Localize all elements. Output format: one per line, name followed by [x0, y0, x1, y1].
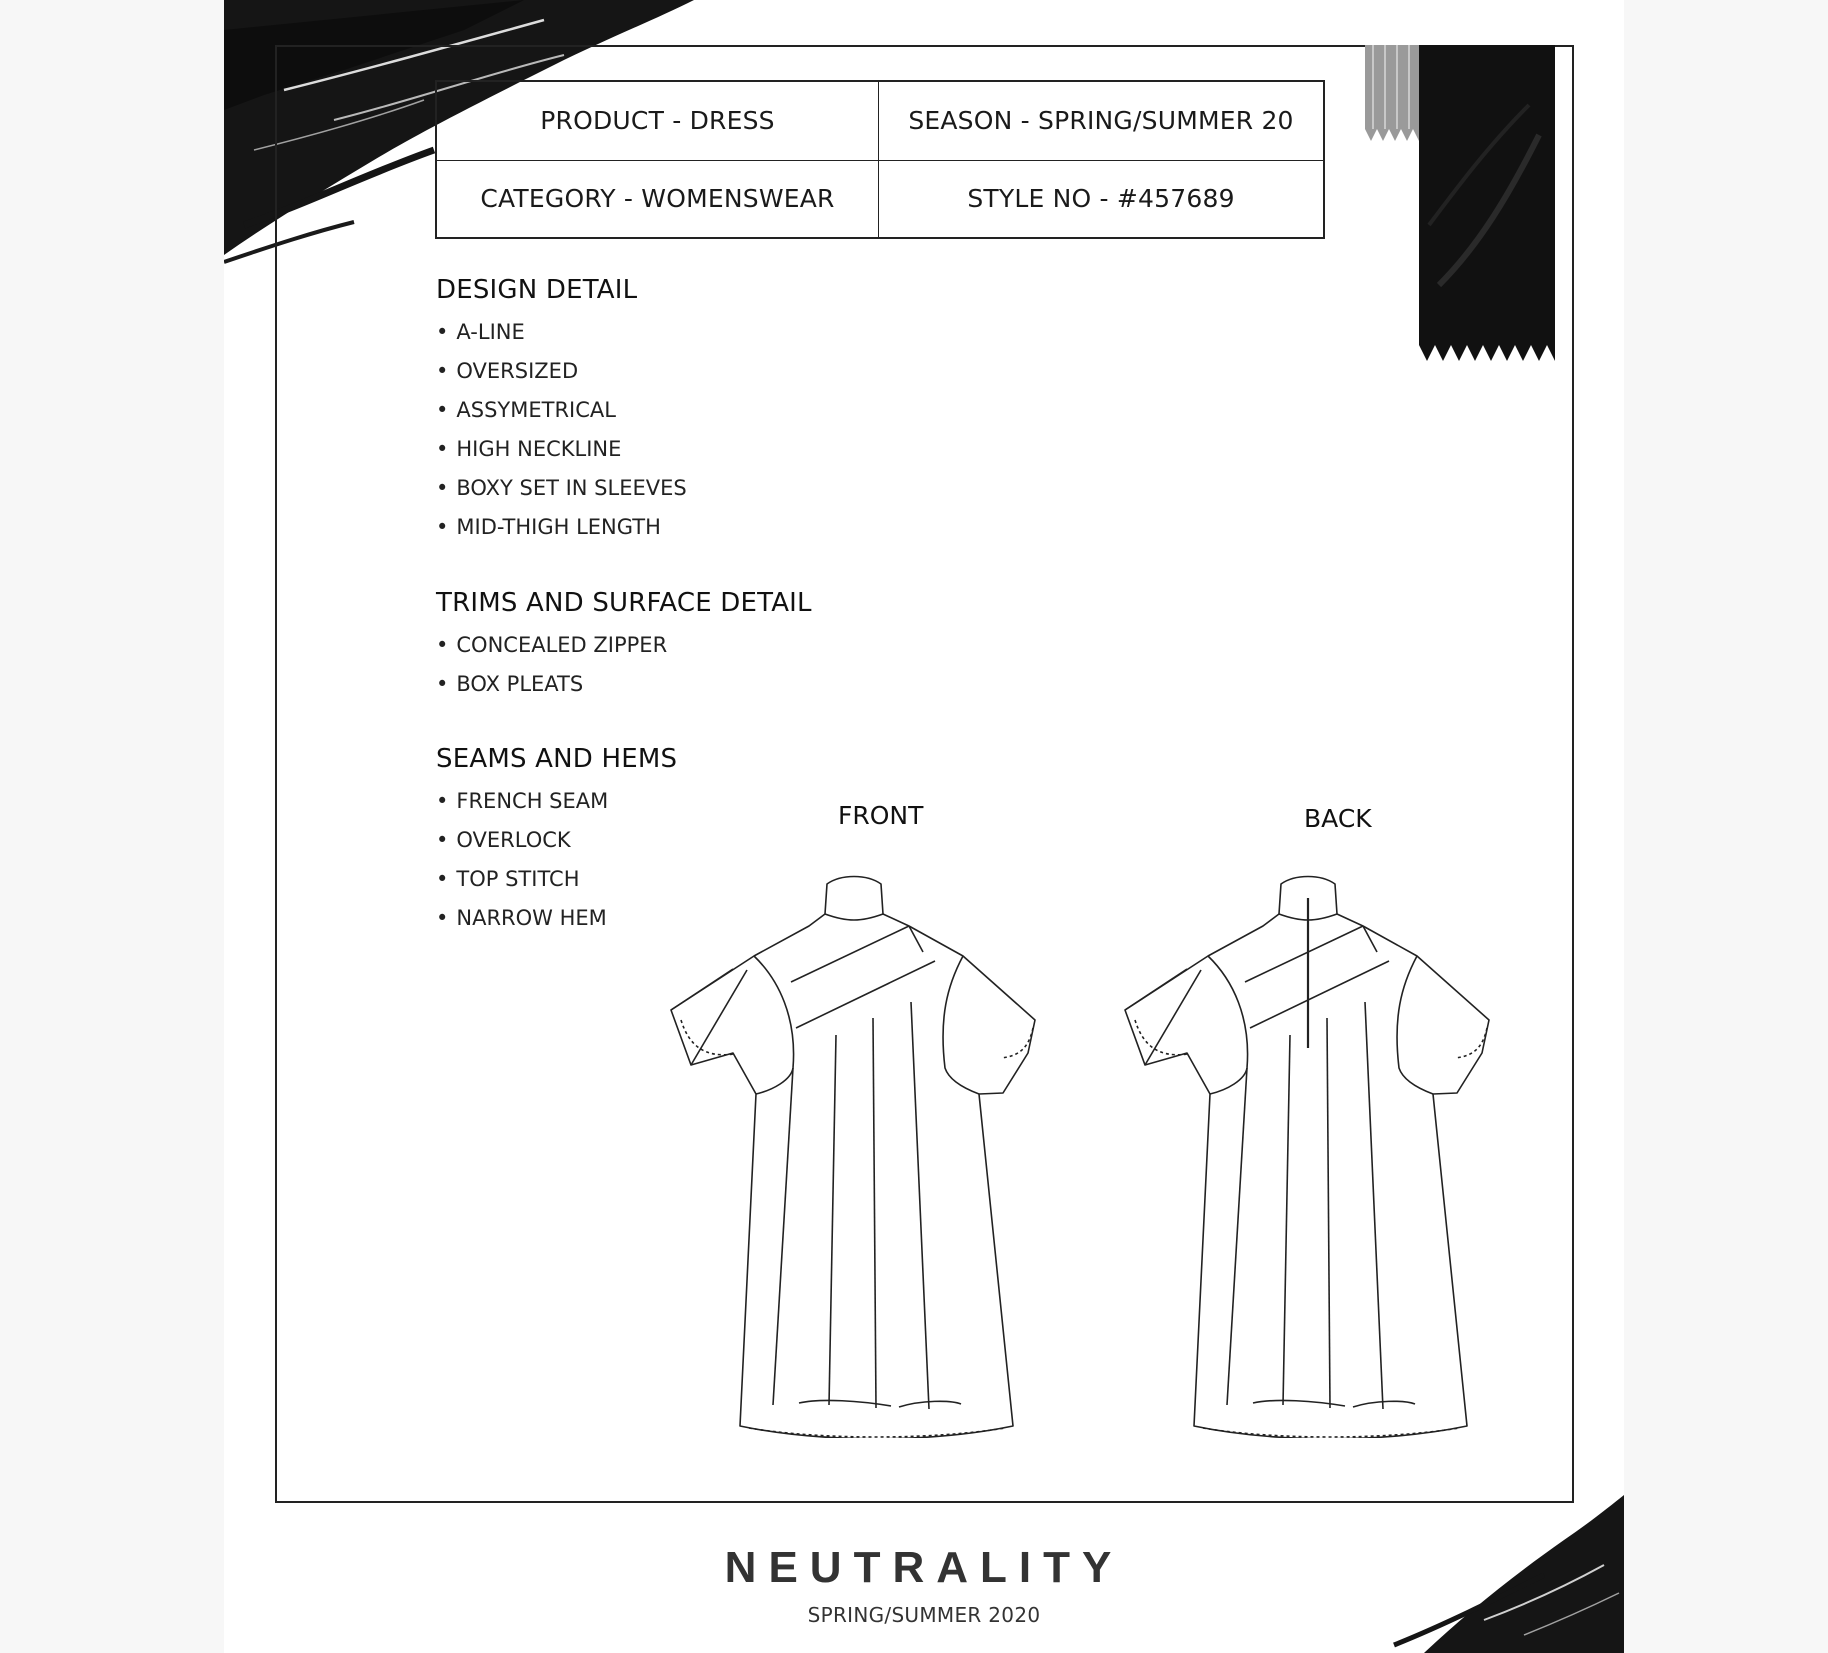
- trims-title: TRIMS AND SURFACE DETAIL: [436, 588, 812, 618]
- list-item: CONCEALED ZIPPER: [436, 626, 667, 665]
- list-item: OVERSIZED: [436, 352, 687, 391]
- tech-pack-sheet: PRODUCT - DRESS SEASON - SPRING/SUMMER 2…: [224, 0, 1624, 1653]
- content-frame: [275, 45, 1574, 1503]
- front-view-label: FRONT: [838, 801, 924, 830]
- brand-name: NEUTRALITY: [724, 1543, 1124, 1592]
- list-item: A-LINE: [436, 313, 687, 352]
- seams-list: FRENCH SEAM OVERLOCK TOP STITCH NARROW H…: [436, 782, 608, 938]
- brush-stroke-bottom-right: [1393, 1495, 1624, 1653]
- trims-list: CONCEALED ZIPPER BOX PLEATS: [436, 626, 667, 704]
- dress-back-flat-sketch: [1124, 875, 1490, 1438]
- seams-title: SEAMS AND HEMS: [436, 744, 678, 774]
- brush-stroke-top-left: [224, 0, 694, 264]
- style-no-cell: STYLE NO - #457689: [878, 159, 1323, 237]
- category-cell: CATEGORY - WOMENSWEAR: [437, 159, 878, 238]
- list-item: FRENCH SEAM: [436, 782, 608, 821]
- product-cell: PRODUCT - DRESS: [540, 106, 775, 136]
- season-cell: SEASON - SPRING/SUMMER 20: [878, 82, 1323, 160]
- list-item: OVERLOCK: [436, 821, 608, 860]
- fabric-swatch-black: [1419, 45, 1555, 361]
- design-detail-list: A-LINE OVERSIZED ASSYMETRICAL HIGH NECKL…: [436, 313, 687, 547]
- list-item: TOP STITCH: [436, 860, 608, 899]
- list-item: BOX PLEATS: [436, 665, 667, 704]
- spec-table: PRODUCT - DRESS SEASON - SPRING/SUMMER 2…: [435, 80, 1325, 239]
- back-view-label: BACK: [1304, 804, 1372, 833]
- footer-season: SPRING/SUMMER 2020: [807, 1603, 1041, 1627]
- list-item: HIGH NECKLINE: [436, 430, 687, 469]
- design-detail-title: DESIGN DETAIL: [436, 275, 638, 305]
- list-item: NARROW HEM: [436, 899, 608, 938]
- dress-front-flat-sketch: [670, 875, 1036, 1438]
- list-item: MID-THIGH LENGTH: [436, 508, 687, 547]
- list-item: BOXY SET IN SLEEVES: [436, 469, 686, 508]
- list-item: ASSYMETRICAL: [436, 391, 687, 430]
